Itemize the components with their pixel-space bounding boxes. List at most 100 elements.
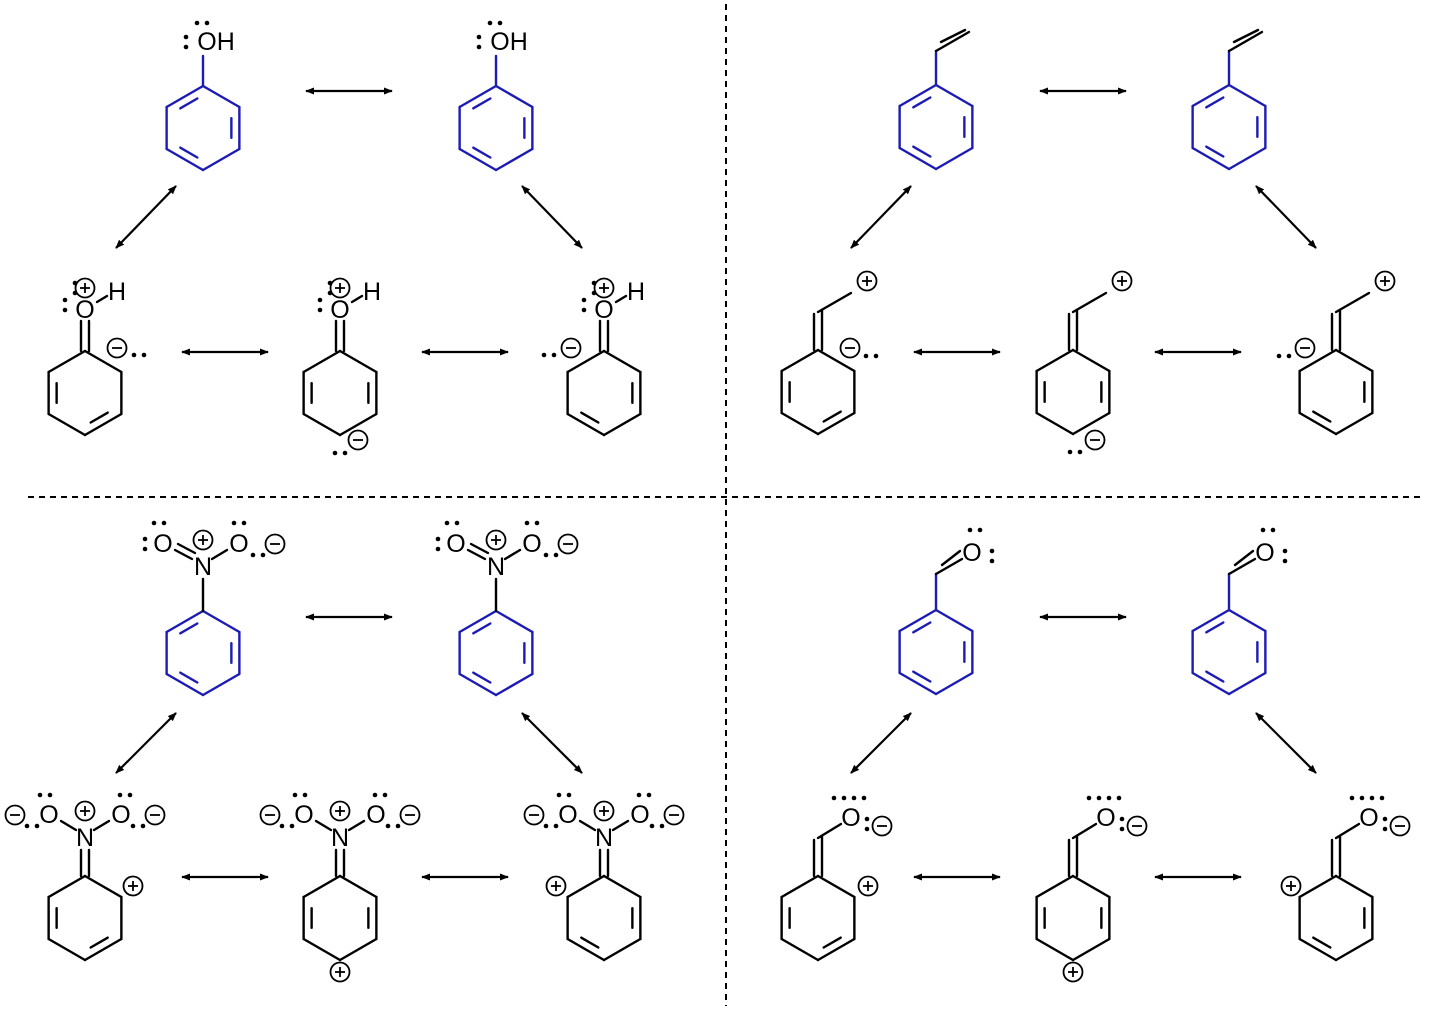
ring-bond xyxy=(602,874,642,899)
lone-pair-dot xyxy=(34,823,40,829)
c-o-bond xyxy=(1334,822,1361,840)
double-bond-line xyxy=(472,97,492,110)
lone-pair-dot xyxy=(342,450,348,456)
ring-bond xyxy=(1227,671,1267,696)
ring-bond xyxy=(165,672,205,697)
negative-charge-icon xyxy=(1389,815,1411,837)
double-bond-line xyxy=(912,96,932,109)
negative-charge-icon xyxy=(264,533,286,555)
negative-charge-icon xyxy=(399,804,421,826)
oxygen-label: O xyxy=(558,801,577,829)
negative-charge-icon xyxy=(347,429,369,451)
ring-bond xyxy=(47,349,87,374)
double-bond-line xyxy=(179,671,199,684)
lone-pair-dot xyxy=(385,823,391,829)
ring-bond xyxy=(1035,937,1075,962)
oxygen-label: O xyxy=(522,530,541,558)
positive-charge-icon xyxy=(856,270,878,292)
oxygen-label: O xyxy=(841,804,860,832)
ring-bond xyxy=(566,937,606,962)
lone-pair-dot xyxy=(476,34,482,40)
ring-bond xyxy=(1071,348,1111,373)
ring-bond xyxy=(934,671,974,696)
n-o-double-bond xyxy=(469,542,490,555)
ring-bond xyxy=(83,874,123,899)
lone-pair-dot xyxy=(1067,449,1073,455)
positive-charge-icon xyxy=(1374,270,1396,292)
lone-pair-dot xyxy=(1119,816,1125,822)
negative-charge-icon xyxy=(106,337,128,359)
lone-pair-dot xyxy=(646,792,652,798)
n-o-bond xyxy=(578,819,597,832)
hydrogen-label: H xyxy=(108,278,126,306)
positive-charge-icon xyxy=(1280,875,1302,897)
ring-bond xyxy=(898,146,938,171)
lone-pair-dot xyxy=(497,20,503,26)
n-o-bond xyxy=(92,819,111,832)
positive-charge-icon xyxy=(74,800,96,822)
lone-pair-dot xyxy=(327,280,333,286)
ring-bond xyxy=(780,411,820,436)
positive-charge-icon xyxy=(593,277,615,299)
lone-pair-dot xyxy=(649,823,655,829)
ring-bond xyxy=(47,412,87,437)
ring-bond xyxy=(302,412,342,437)
negative-charge-icon xyxy=(560,337,582,359)
lone-pair-dot xyxy=(487,20,493,26)
ring-bond xyxy=(816,937,856,962)
lone-pair-dot xyxy=(395,823,401,829)
lone-pair-dot xyxy=(161,520,167,526)
ring-bond xyxy=(47,874,87,899)
nitrogen-label: N xyxy=(487,553,505,581)
lone-pair-dot xyxy=(292,792,298,798)
n-o-double-bond xyxy=(176,542,197,555)
ring-bond xyxy=(201,672,241,697)
lone-pair-dot xyxy=(47,792,53,798)
lone-pair-dot xyxy=(317,307,323,313)
negative-charge-icon xyxy=(557,533,579,555)
lone-pair-dot xyxy=(204,20,210,26)
c-o-double-bond xyxy=(1233,549,1255,567)
lone-pair-dot xyxy=(581,297,587,303)
lone-pair-dot xyxy=(454,520,460,526)
lone-pair-dot xyxy=(130,823,136,829)
ring-bond xyxy=(816,348,856,373)
ring-bond xyxy=(1334,874,1374,899)
ring-bond xyxy=(1298,874,1338,899)
oxygen-label: O xyxy=(111,801,130,829)
lone-pair-dot xyxy=(591,280,597,286)
oxygen-label: O xyxy=(594,296,613,324)
negative-charge-icon xyxy=(663,804,685,826)
lone-pair-dot xyxy=(382,792,388,798)
o-h-bond xyxy=(350,294,364,304)
ring-bond xyxy=(494,609,534,634)
lone-pair-dot xyxy=(551,352,557,358)
double-bond-line xyxy=(89,936,109,949)
lone-pair-dot xyxy=(1106,795,1112,801)
positive-charge-icon xyxy=(74,277,96,299)
lone-pair-dot xyxy=(435,546,441,552)
lone-pair-dot xyxy=(302,792,308,798)
ring-bond xyxy=(898,608,938,633)
n-o-double-bond xyxy=(173,548,194,561)
resonance-arrow-icon xyxy=(115,185,177,249)
ring-bond xyxy=(1298,348,1338,373)
resonance-arrow-icon xyxy=(1255,185,1317,249)
lone-pair-dot xyxy=(117,792,123,798)
oxygen-label: O xyxy=(1096,804,1115,832)
n-o-bond xyxy=(59,819,78,832)
double-bond-line xyxy=(1312,936,1332,949)
lone-pair-dot xyxy=(151,520,157,526)
ring-bond xyxy=(816,874,856,899)
lone-pair-dot xyxy=(327,290,333,296)
ring-bond xyxy=(83,937,123,962)
vinyl-double-bond xyxy=(939,28,967,44)
lone-pair-dot xyxy=(279,823,285,829)
lone-pair-dot xyxy=(37,792,43,798)
ring-bond xyxy=(201,84,241,109)
lone-pair-dot xyxy=(1359,795,1365,801)
ring-bond xyxy=(1071,937,1111,962)
hydroxyl-label: OH xyxy=(490,28,528,56)
lone-pair-dot xyxy=(1086,795,1092,801)
